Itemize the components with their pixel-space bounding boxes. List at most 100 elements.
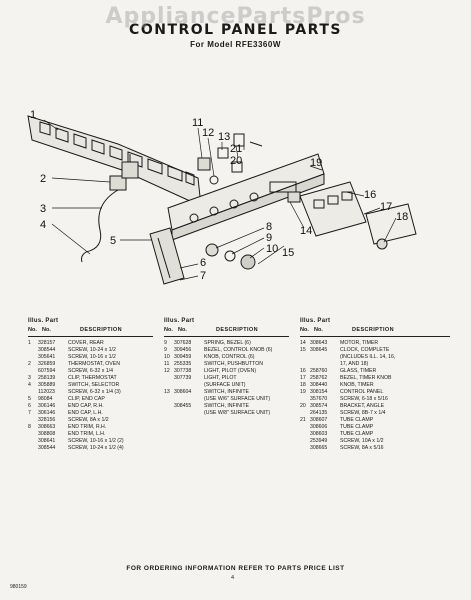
part-description: SCREW, 8A x 5/16 — [340, 445, 384, 451]
illus-number: 13 — [164, 389, 170, 395]
part-number: 112023 — [38, 389, 55, 395]
part-number: 607594 — [38, 368, 56, 374]
header-illus-part: Illus. Part — [28, 318, 59, 324]
part-number: 309456 — [174, 347, 192, 353]
part-description: SCREW, 8A x 1/2 — [68, 417, 109, 423]
page-number: 4 — [231, 575, 235, 581]
part-description: MOTOR, TIMER — [340, 340, 379, 346]
illus-number — [28, 438, 38, 445]
part-number: 307739 — [174, 375, 192, 381]
watermark: AppliancePartsPros — [105, 4, 366, 29]
callout-4: 4 — [40, 219, 46, 231]
part-description: BEZEL, TIMER KNOB — [340, 375, 392, 381]
header-part-no: No. — [314, 327, 323, 333]
header-no: No. — [28, 327, 37, 333]
part-description: SWITCH, SELECTOR — [68, 382, 120, 388]
print-code: 980159 — [10, 584, 27, 590]
part-number: 253949 — [310, 438, 328, 444]
header-description: DESCRIPTION — [352, 327, 394, 333]
callout-5: 5 — [110, 235, 116, 247]
parts-row: 308665 SCREW, 8A x 5/16 — [300, 445, 450, 452]
part-number: 264135 — [310, 410, 328, 416]
part-number: 305641 — [38, 354, 56, 360]
illus-number — [300, 431, 310, 438]
part-number: 308154 — [310, 389, 328, 395]
illus-number: 20 — [300, 403, 306, 409]
illus-number — [300, 445, 310, 452]
exploded-parts-diagram: 1 2 3 4 5 6 7 8 9 10 11 12 13 14 15 16 1… — [27, 109, 417, 285]
part-number: 307738 — [174, 368, 192, 374]
part-number: 258762 — [310, 375, 328, 381]
illus-number: 9 — [164, 340, 167, 346]
part-description: SCREW, 10-24 x 1/2 — [68, 347, 116, 353]
header-illus-part: Illus. Part — [164, 318, 195, 324]
part-number — [174, 396, 204, 403]
illus-number: 12 — [164, 368, 170, 374]
parts-row: 17 258762 BEZEL, TIMER KNOB — [300, 375, 450, 382]
illus-number — [300, 396, 310, 403]
part-description: COVER, REAR — [68, 340, 104, 346]
page-title: CONTROL PANEL PARTS — [129, 22, 342, 38]
part-description: BEZEL, CONTROL KNOB (6) — [204, 347, 273, 353]
part-number: 307628 — [174, 340, 192, 346]
part-description: CONTROL PANEL — [340, 389, 384, 395]
part-description: (USE W/8" SURFACE UNIT) — [204, 410, 271, 416]
illus-number: 5 — [28, 396, 31, 402]
illus-number: 2 — [28, 361, 31, 367]
illus-number — [28, 368, 38, 375]
part-number: 308641 — [38, 438, 56, 444]
part-description: SCREW, 10A x 1/2 — [340, 438, 384, 444]
part-description: SCREW, 10-16 x 1/2 — [68, 354, 116, 360]
ordering-info-footer: FOR ORDERING INFORMATION REFER TO PARTS … — [126, 565, 345, 572]
part-number: 308544 — [38, 347, 56, 353]
header-description: DESCRIPTION — [80, 327, 122, 333]
illus-number: 1 — [28, 340, 31, 346]
part-number: 308606 — [310, 424, 328, 430]
illus-number — [164, 382, 174, 389]
part-description: SWITCH, PUSHBUTTON — [204, 361, 263, 367]
part-number: 308603 — [310, 431, 328, 437]
illus-number — [300, 410, 310, 417]
part-description: THERMOSTAT, OVEN — [68, 361, 120, 367]
part-description: GLASS, TIMER — [340, 368, 377, 374]
thermostat-drawing — [81, 175, 127, 263]
part-number: 308607 — [310, 417, 328, 423]
illus-number: 21 — [300, 417, 306, 423]
illus-number: 3 — [28, 375, 31, 381]
part-number: 308455 — [174, 403, 192, 409]
illus-number — [28, 431, 38, 438]
parts-row: 17, AND 18) — [300, 361, 450, 368]
control-panel-drawing — [167, 153, 325, 241]
callout-16: 16 — [364, 189, 376, 201]
part-number: 328157 — [38, 340, 56, 346]
part-description: (USE W/6" SURFACE UNIT) — [204, 396, 271, 402]
illus-number: 18 — [300, 382, 306, 388]
illus-number: 17 — [300, 375, 306, 381]
part-number: 308544 — [38, 445, 56, 451]
part-number: 308665 — [310, 445, 328, 451]
callout-20: 20 — [230, 155, 242, 167]
part-description: 17, AND 18) — [340, 361, 369, 367]
illus-number: 10 — [164, 354, 170, 360]
part-number: 258139 — [38, 375, 56, 381]
part-description: SCREW, 6-18 x 5/16 — [340, 396, 388, 402]
part-description: SCREW, 8B-7 x 1/4 — [340, 410, 386, 416]
parts-row: (USE W/8" SURFACE UNIT) — [164, 410, 289, 417]
page-subtitle: For Model RFE3360W — [190, 40, 281, 49]
part-description: SWITCH, INFINITE — [204, 389, 249, 395]
callout-labels: 1 2 3 4 5 6 7 8 9 10 11 12 13 14 15 16 1… — [30, 109, 408, 282]
part-number: 308643 — [310, 340, 328, 346]
